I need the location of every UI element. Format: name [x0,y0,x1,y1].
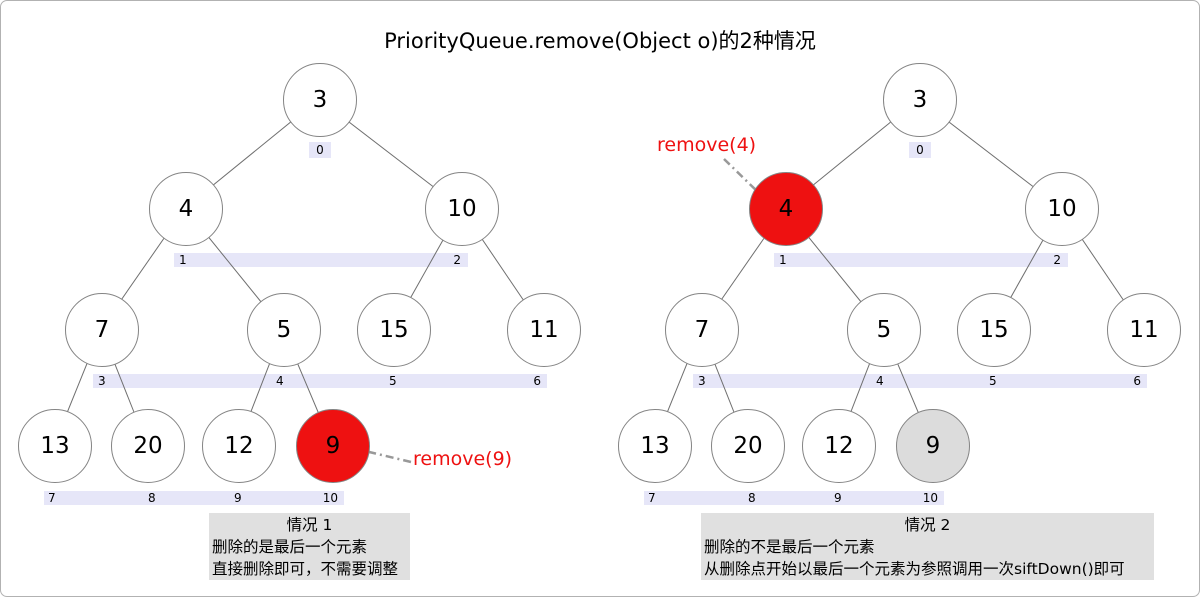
case1-heading: 情况 1 [286,516,333,534]
remove-9-label: remove(9) [413,448,513,470]
index-label: 9 [834,491,842,505]
right-node-0: 3 [883,63,957,137]
index-label: 5 [389,374,397,388]
index-label: 6 [1133,374,1141,388]
left-node-3: 7 [65,293,139,367]
right-index-band-level3: 7 8 9 10 [644,491,944,505]
left-node-2: 10 [425,172,499,246]
arrow-shaft [364,449,412,464]
index-label: 3 [98,374,106,388]
right-index-band-level2: 3 4 5 6 [693,374,1147,388]
case1-line2: 直接删除即可，不需要调整 [212,560,399,578]
left-index-band-level1: 1 2 [174,253,468,267]
left-node-8: 20 [111,409,185,483]
remove-4-label: remove(4) [657,134,757,156]
right-node-1-removed: 4 [749,172,823,246]
left-index-band-level2: 3 4 5 6 [93,374,547,388]
right-node-3: 7 [665,293,739,367]
left-node-6: 11 [507,293,581,367]
right-node-9: 12 [802,409,876,483]
index-label: 8 [748,491,756,505]
left-node-9: 12 [202,409,276,483]
index-label: 3 [698,374,706,388]
index-label: 10 [322,491,338,505]
index-label: 4 [876,374,884,388]
left-node-0: 3 [283,63,357,137]
index-label: 5 [989,374,997,388]
index-label: 10 [922,491,938,505]
case2-line2: 从删除点开始以最后一个元素为参照调用一次siftDown()即可 [704,560,1125,578]
index-label: 0 [916,143,924,157]
case2-caption-box: 情况 2 删除的不是最后一个元素 从删除点开始以最后一个元素为参照调用一次sif… [701,513,1154,580]
left-tree-edges [53,98,544,446]
right-node-10-lastitem: 9 [896,409,970,483]
left-index-band-level0: 0 [309,142,331,158]
left-node-4: 5 [247,293,321,367]
right-index-band-level0: 0 [909,142,931,158]
index-label: 1 [179,253,187,267]
index-label: 2 [1053,253,1061,267]
left-node-7: 13 [18,409,92,483]
page-title: PriorityQueue.remove(Object o)的2种情况 [384,29,816,53]
index-label: 8 [148,491,156,505]
index-label: 1 [779,253,787,267]
index-label: 0 [316,143,324,157]
left-node-10-removed: 9 [296,409,370,483]
right-index-band-level1: 1 2 [774,253,1068,267]
left-index-band-level3: 7 8 9 10 [44,491,344,505]
left-node-1: 4 [149,172,223,246]
index-label: 6 [533,374,541,388]
case2-heading: 情况 2 [904,516,951,534]
case2-line1: 删除的不是最后一个元素 [704,538,875,556]
index-label: 7 [48,491,56,505]
index-label: 9 [234,491,242,505]
right-node-4: 5 [847,293,921,367]
right-node-7: 13 [618,409,692,483]
case1-line1: 删除的是最后一个元素 [212,538,368,556]
case1-caption-box: 情况 1 删除的是最后一个元素 直接删除即可，不需要调整 [209,513,410,580]
left-node-5: 15 [357,293,431,367]
right-node-2: 10 [1025,172,1099,246]
index-label: 4 [276,374,284,388]
index-label: 2 [453,253,461,267]
right-node-6: 11 [1107,293,1181,367]
index-label: 7 [648,491,656,505]
right-node-5: 15 [957,293,1031,367]
right-node-8: 20 [711,409,785,483]
